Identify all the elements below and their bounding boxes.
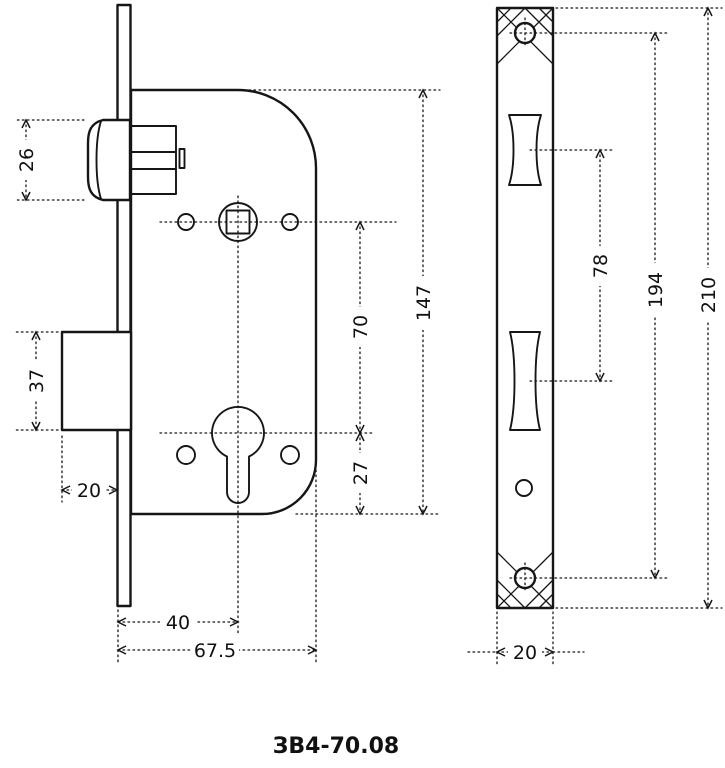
cylinder-fix-hole xyxy=(515,479,533,497)
dim-deadbolt-throw-label: 20 xyxy=(77,480,101,502)
dim-screw-spacing-label: 194 xyxy=(645,272,667,308)
faceplate-side xyxy=(116,3,132,608)
dimension-labels: 26 37 20 70 27 147 40 67.5 xyxy=(15,140,720,664)
deadbolt xyxy=(60,330,133,432)
faceplate-front xyxy=(495,6,555,610)
lock-case xyxy=(129,88,318,516)
dim-deadbolt-height-label: 37 xyxy=(26,369,48,393)
front-view xyxy=(495,6,555,610)
dim-plate-length-label: 210 xyxy=(698,277,720,313)
latch-bolt xyxy=(86,118,132,202)
latch-spring-pin xyxy=(178,148,186,169)
side-view xyxy=(60,3,318,608)
latch-mechanism-lines xyxy=(131,151,176,170)
dim-latch-to-deadbolt-label: 78 xyxy=(590,254,612,278)
dim-plate-width-label: 20 xyxy=(513,642,537,664)
fixing-hole-lower-right xyxy=(280,445,300,465)
fixing-hole-upper-left xyxy=(177,213,195,231)
fixing-hole-lower-left xyxy=(176,445,196,465)
euro-cylinder-hole xyxy=(211,405,265,504)
latch-mechanism xyxy=(130,125,177,195)
dim-case-depth-label: 67.5 xyxy=(194,640,236,662)
dim-backset-label: 40 xyxy=(166,612,190,634)
dim-cylinder-to-bottom-label: 27 xyxy=(350,461,372,485)
latch-bevel-line xyxy=(95,120,102,200)
dim-case-height-label: 147 xyxy=(413,285,435,321)
latch-cutout xyxy=(508,114,542,186)
deadbolt-cutout xyxy=(509,331,541,431)
dim-spindle-to-cylinder-label: 70 xyxy=(350,315,372,339)
dim-latch-height-label: 26 xyxy=(16,148,38,172)
drawing-title: ЗВ4-70.08 xyxy=(273,734,399,759)
